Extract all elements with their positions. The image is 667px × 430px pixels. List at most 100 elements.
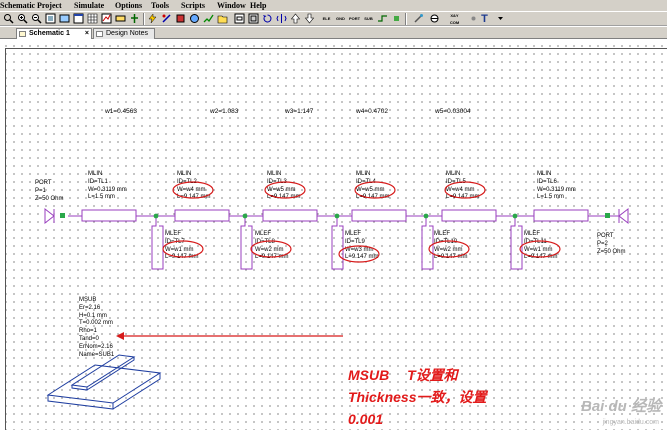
com-label: COM	[449, 20, 460, 25]
highlight-ellipse	[250, 240, 292, 258]
window-icon[interactable]	[73, 13, 84, 24]
port-1-impedance: Z=50 Ohm	[35, 195, 64, 202]
misc-icon[interactable]	[468, 13, 479, 24]
mlin-type: MLIN	[446, 171, 461, 177]
highlight-ellipse	[338, 245, 380, 263]
node-icon[interactable]	[391, 13, 402, 24]
port-1-number: P=1	[35, 187, 46, 194]
menu-options[interactable]: Options	[115, 1, 143, 10]
zoom-icon[interactable]	[3, 13, 14, 24]
toolbar-separator	[405, 13, 407, 25]
mlef-type: MLEF	[434, 231, 451, 237]
junction-node	[512, 213, 518, 219]
menu-simulate[interactable]: Simulate	[74, 1, 105, 10]
mlin-type: MLIN	[267, 171, 282, 177]
menu-tools[interactable]: Tools	[151, 1, 169, 10]
folder-icon[interactable]	[217, 13, 228, 24]
mlin-tl2[interactable]	[174, 209, 230, 222]
menu-help[interactable]: Help	[250, 1, 267, 10]
arrow-up-icon[interactable]	[290, 13, 301, 24]
schematic-icon	[19, 31, 26, 37]
tune-icon[interactable]	[129, 13, 140, 24]
tab-design-notes[interactable]: Design Notes	[93, 28, 155, 39]
graph-icon[interactable]	[101, 13, 112, 24]
dropdown-arrow-icon[interactable]	[495, 13, 506, 24]
mlef-tl7[interactable]	[151, 216, 164, 270]
port-2-symbol[interactable]	[618, 207, 629, 225]
wire-icon[interactable]	[377, 13, 388, 24]
mlef-tl10[interactable]	[421, 216, 434, 270]
port-1-symbol[interactable]	[44, 207, 55, 225]
tab-label: Schematic 1	[29, 30, 70, 37]
mlin-id: ID=TL1	[88, 178, 108, 185]
mlef-type: MLEF	[345, 231, 362, 237]
mlin-tl1[interactable]	[81, 209, 137, 222]
mlin-type: MLIN	[88, 171, 103, 177]
menu-scripts[interactable]: Scripts	[181, 1, 205, 10]
element-icon[interactable]	[234, 13, 245, 24]
junction-node	[423, 213, 429, 219]
zoom-out-icon[interactable]	[31, 13, 42, 24]
menu-schematic[interactable]: Schematic	[0, 1, 36, 10]
mlin-length: L=9.147 mm	[177, 194, 211, 201]
optimize-icon[interactable]	[203, 13, 214, 24]
port-1-label: PORT P=1 Z=50 Ohm	[35, 180, 64, 203]
mlin-width: W=w4 mm	[177, 186, 206, 193]
mlef-tl11[interactable]	[510, 216, 523, 270]
mlef-length: L=9.147 mm	[345, 254, 379, 261]
mlef-tl9[interactable]	[331, 216, 344, 270]
schematic-canvas[interactable]: w1=0.4563 w2=1.083 w3=1.147 w4=0.4702 w5…	[0, 40, 667, 430]
schematic-graphics	[44, 181, 629, 410]
junction-node	[334, 213, 340, 219]
ground-button[interactable]: GND	[336, 16, 345, 21]
meter-icon[interactable]	[429, 13, 440, 24]
menu-project[interactable]: Project	[37, 1, 62, 10]
port-2-name: PORT	[597, 233, 614, 239]
grid-icon[interactable]	[87, 13, 98, 24]
msub-rho: Rho=1	[79, 328, 97, 335]
port-node	[605, 213, 610, 218]
stop-icon[interactable]	[175, 13, 186, 24]
port-2-impedance: Z=50 Ohm	[597, 248, 626, 255]
probe-icon[interactable]	[413, 13, 424, 24]
zoom-in-icon[interactable]	[17, 13, 28, 24]
mlef-width: W=w1 mm	[524, 246, 553, 253]
mlin-type: MLIN	[177, 171, 192, 177]
msub-type: MSUB	[79, 297, 97, 303]
zoom-fit-icon[interactable]	[45, 13, 56, 24]
rotate-icon[interactable]	[262, 13, 273, 24]
text-tool-button[interactable]: T	[481, 13, 488, 25]
flip-icon[interactable]	[276, 13, 287, 24]
port-1-name: PORT	[35, 180, 52, 186]
highlight-ellipse	[519, 240, 561, 258]
mlin-tl6[interactable]	[533, 209, 589, 222]
notes-icon	[96, 31, 103, 37]
analyze-icon[interactable]	[161, 13, 172, 24]
msub-t: T=0.002 mm	[79, 320, 113, 327]
mlin-width: W=w5 mm	[267, 186, 296, 193]
port-button[interactable]: PORT	[348, 16, 361, 21]
width-variable-w5: w5=0.03004	[435, 108, 471, 115]
mlin-tl5[interactable]	[441, 209, 497, 222]
frame-icon[interactable]	[248, 13, 259, 24]
tab-label: Design Notes	[106, 30, 149, 37]
view-icon[interactable]	[59, 13, 70, 24]
wizard-icon[interactable]	[189, 13, 200, 24]
mlin-width: W=w5 mm	[356, 186, 385, 193]
element-button[interactable]: ELE	[322, 16, 331, 21]
mlef-id: ID=TL9	[345, 238, 365, 245]
mlin-type: MLIN	[356, 171, 371, 177]
mlin-tl4[interactable]	[351, 209, 407, 222]
close-icon[interactable]: ×	[84, 30, 89, 37]
mlin-tl3[interactable]	[262, 209, 318, 222]
menu-window[interactable]: Window	[217, 1, 246, 10]
substrate-button[interactable]: SUB	[364, 16, 373, 21]
port-2-label: PORT P=2 Z=50 Ohm	[597, 233, 626, 256]
annotation-line-3: 0.001	[348, 411, 384, 427]
simulate-icon[interactable]	[147, 13, 158, 24]
tab-schematic-1[interactable]: Schematic 1 ×	[16, 28, 92, 39]
mlef-tl8[interactable]	[240, 216, 253, 270]
arrow-down-icon[interactable]	[304, 13, 315, 24]
layout-icon[interactable]	[115, 13, 126, 24]
